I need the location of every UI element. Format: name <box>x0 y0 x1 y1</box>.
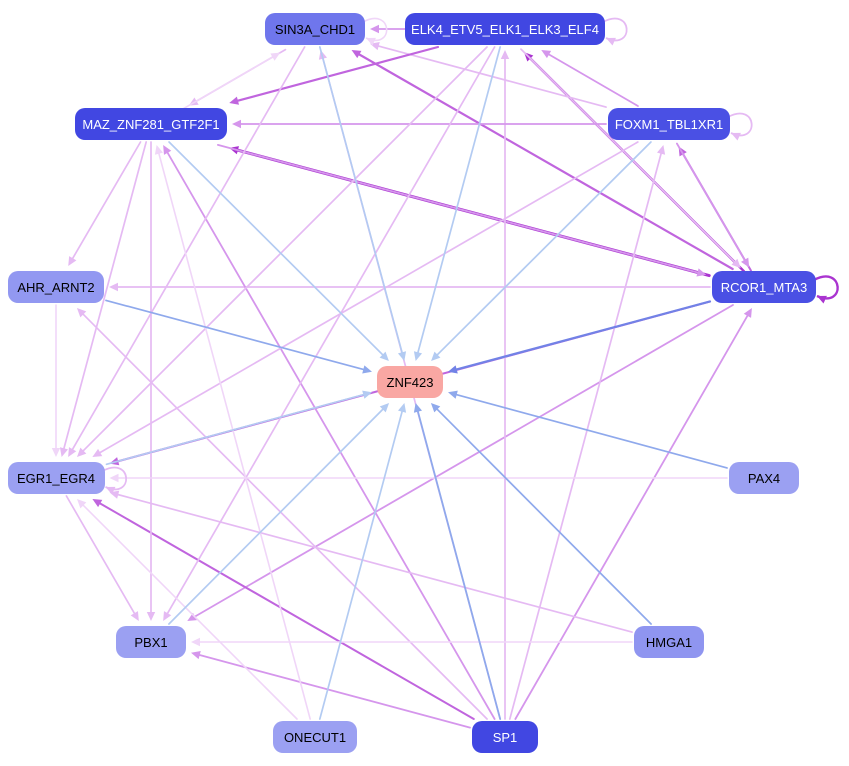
edge-SP1-RCOR1_MTA3[interactable] <box>514 308 752 720</box>
edge-ELK4_ETV5_ELK1_ELK3_ELF4-ZNF423[interactable] <box>413 46 502 361</box>
node-ELK4_ETV5_ELK1_ELK3_ELF4[interactable]: ELK4_ETV5_ELK1_ELK3_ELF4 <box>405 13 605 45</box>
edge-FOXM1_TBL1XR1-RCOR1_MTA3[interactable] <box>675 142 750 268</box>
edge-SP1-AHR_ARNT2[interactable] <box>76 308 488 720</box>
edge-FOXM1_TBL1XR1-ELK4_ETV5_ELK1_ELK3_ELF4[interactable] <box>541 50 639 107</box>
node-ZNF423[interactable]: ZNF423 <box>377 366 443 398</box>
edge-ONECUT1-MAZ_ZNF281_GTF2F1[interactable] <box>154 145 311 720</box>
node-label: PAX4 <box>747 470 781 486</box>
edge-ELK4_ETV5_ELK1_ELK3_ELF4-MAZ_ZNF281_GTF2F1[interactable] <box>229 45 440 105</box>
edge-RCOR1_MTA3-ZNF423[interactable] <box>448 300 712 374</box>
edge-SIN3A_CHD1-ZNF423[interactable] <box>318 46 407 361</box>
edge-MAZ_ZNF281_GTF2F1-PBX1[interactable] <box>146 141 156 621</box>
edge-SP1-PBX1[interactable] <box>191 651 471 729</box>
edge-MAZ_ZNF281_GTF2F1-EGR1_EGR4[interactable] <box>59 141 148 457</box>
self-loop-EGR1_EGR4[interactable] <box>102 466 128 495</box>
edge-PAX4-ZNF423[interactable] <box>448 390 728 469</box>
node-label: ONECUT1 <box>283 729 347 745</box>
edge-AHR_ARNT2-ZNF423[interactable] <box>105 299 372 374</box>
node-AHR_ARNT2[interactable]: AHR_ARNT2 <box>8 271 104 303</box>
edge-ELK4_ETV5_ELK1_ELK3_ELF4-RCOR1_MTA3[interactable] <box>520 48 741 269</box>
node-SP1[interactable]: SP1 <box>472 721 538 753</box>
edge-SP1-ZNF423[interactable] <box>413 403 502 720</box>
edge-HMGA1-ZNF423[interactable] <box>430 403 652 625</box>
edge-AHR_ARNT2-EGR1_EGR4[interactable] <box>51 304 61 457</box>
node-label: MAZ_ZNF281_GTF2F1 <box>82 116 220 132</box>
node-label: AHR_ARNT2 <box>17 279 95 295</box>
edge-HMGA1-PBX1[interactable] <box>191 637 633 647</box>
self-loop-SIN3A_CHD1[interactable] <box>362 17 388 46</box>
edge-EGR1_EGR4-ZNF423[interactable] <box>105 390 373 466</box>
edge-MAZ_ZNF281_GTF2F1-SIN3A_CHD1[interactable] <box>182 52 281 110</box>
node-RCOR1_MTA3[interactable]: RCOR1_MTA3 <box>712 271 816 303</box>
edge-SP1-MAZ_ZNF281_GTF2F1[interactable] <box>163 145 496 720</box>
node-label: PBX1 <box>134 634 168 650</box>
self-loop-RCOR1_MTA3[interactable] <box>813 275 839 304</box>
edge-MAZ_ZNF281_GTF2F1-AHR_ARNT2[interactable] <box>68 141 142 266</box>
edge-EGR1_EGR4-PBX1[interactable] <box>65 495 139 621</box>
self-loop-FOXM1_TBL1XR1[interactable] <box>727 112 753 141</box>
edge-SP1-FOXM1_TBL1XR1[interactable] <box>508 145 666 720</box>
edge-FOXM1_TBL1XR1-ZNF423[interactable] <box>431 141 652 361</box>
edge-RCOR1_MTA3-PBX1[interactable] <box>187 304 734 621</box>
edge-RCOR1_MTA3-SIN3A_CHD1[interactable] <box>351 50 734 271</box>
node-label: EGR1_EGR4 <box>16 470 96 486</box>
node-PBX1[interactable]: PBX1 <box>116 626 186 658</box>
edge-PBX1-ZNF423[interactable] <box>168 403 390 625</box>
edge-RCOR1_MTA3-AHR_ARNT2[interactable] <box>109 282 711 292</box>
node-HMGA1[interactable]: HMGA1 <box>634 626 704 658</box>
edge-ONECUT1-EGR1_EGR4[interactable] <box>77 499 298 720</box>
edge-ONECUT1-ZNF423[interactable] <box>318 403 407 720</box>
node-PAX4[interactable]: PAX4 <box>729 462 799 494</box>
node-label: SP1 <box>492 729 518 745</box>
node-label: RCOR1_MTA3 <box>720 279 808 295</box>
edge-FOXM1_TBL1XR1-MAZ_ZNF281_GTF2F1[interactable] <box>232 119 607 129</box>
node-MAZ_ZNF281_GTF2F1[interactable]: MAZ_ZNF281_GTF2F1 <box>75 108 227 140</box>
node-label: FOXM1_TBL1XR1 <box>614 116 724 132</box>
node-FOXM1_TBL1XR1[interactable]: FOXM1_TBL1XR1 <box>608 108 730 140</box>
node-EGR1_EGR4[interactable]: EGR1_EGR4 <box>7 462 105 494</box>
edge-FOXM1_TBL1XR1-EGR1_EGR4[interactable] <box>92 141 639 457</box>
node-label: ELK4_ETV5_ELK1_ELK3_ELF4 <box>411 21 599 37</box>
edge-ELK4_ETV5_ELK1_ELK3_ELF4-EGR1_EGR4[interactable] <box>77 46 488 457</box>
node-ONECUT1[interactable]: ONECUT1 <box>273 721 357 753</box>
edge-MAZ_ZNF281_GTF2F1-RCOR1_MTA3[interactable] <box>217 143 707 277</box>
edge-SP1-EGR1_EGR4[interactable] <box>92 499 475 720</box>
edge-SP1-ELK4_ETV5_ELK1_ELK3_ELF4[interactable] <box>500 50 510 720</box>
edge-PAX4-EGR1_EGR4[interactable] <box>109 473 728 483</box>
edge-ELK4_ETV5_ELK1_ELK3_ELF4-PBX1[interactable] <box>163 46 496 621</box>
edge-SIN3A_CHD1-EGR1_EGR4[interactable] <box>68 46 306 457</box>
node-label: HMGA1 <box>645 634 693 650</box>
node-label: SIN3A_CHD1 <box>274 21 356 37</box>
node-label: ZNF423 <box>386 374 434 390</box>
self-loop-ELK4_ETV5_ELK1_ELK3_ELF4[interactable] <box>602 17 628 46</box>
node-SIN3A_CHD1[interactable]: SIN3A_CHD1 <box>265 13 365 45</box>
edge-MAZ_ZNF281_GTF2F1-ZNF423[interactable] <box>168 141 389 361</box>
